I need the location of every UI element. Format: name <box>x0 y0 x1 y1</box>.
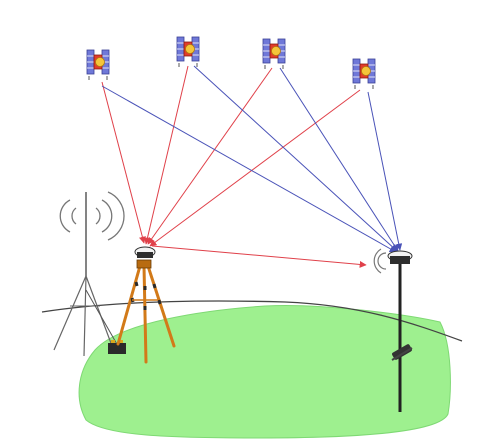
tripod-legs <box>116 264 176 364</box>
radio-mast <box>53 191 125 357</box>
gnss-receiver-icon <box>134 246 156 258</box>
satellite-icon <box>262 38 286 70</box>
satellites <box>86 36 376 90</box>
ray-base-rover <box>151 245 367 268</box>
gnss-receiver-icon <box>387 250 413 264</box>
ray-sat1-rover <box>101 85 397 253</box>
grass-field <box>78 305 451 439</box>
ray-sat4-rover <box>367 91 403 251</box>
satellite-icon <box>86 49 110 81</box>
satellite-icon <box>176 36 200 68</box>
satellite-icon <box>352 58 376 90</box>
radio-wave-icon <box>59 191 125 241</box>
ray-sat2-base <box>144 65 189 245</box>
horizon-line <box>41 300 463 342</box>
ray-sat3-base <box>147 67 273 245</box>
base-signal-rays <box>101 65 367 268</box>
rover <box>373 248 413 412</box>
ray-sat1-base <box>101 81 146 244</box>
radio-wave-icon <box>373 248 387 274</box>
battery-icon <box>108 340 126 354</box>
rover-signal-rays <box>101 65 403 253</box>
radio-cable <box>85 289 119 347</box>
ray-sat3-rover <box>279 67 399 252</box>
base-station <box>116 246 176 364</box>
ray-sat2-rover <box>193 65 398 252</box>
ray-sat4-base <box>149 89 361 247</box>
